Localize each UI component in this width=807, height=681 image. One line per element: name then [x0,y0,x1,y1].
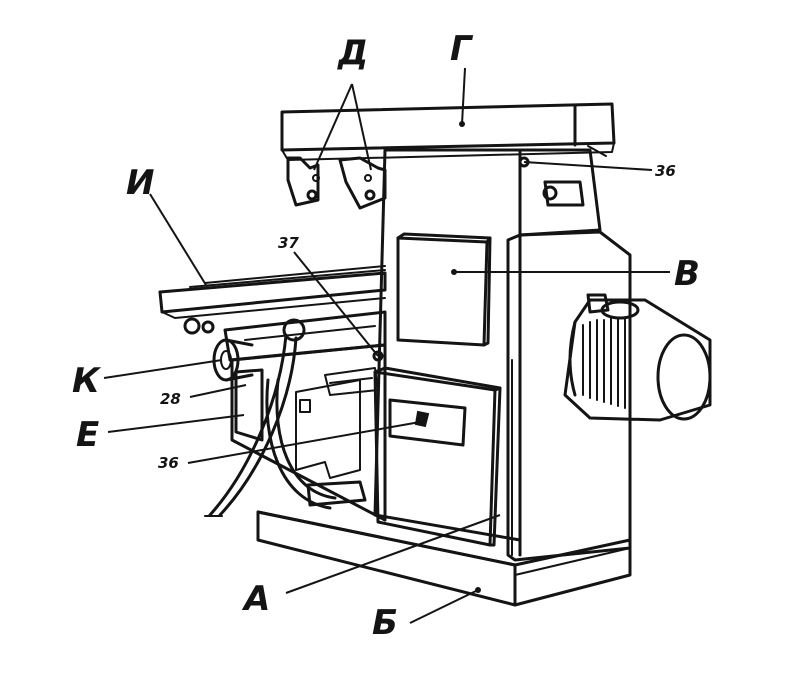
label-36-top: 36 [655,162,676,180]
label-36-bottom: 36 [158,454,179,472]
label-v: В [674,254,700,294]
leader-lines [103,67,670,624]
spindle-motor [563,293,712,422]
label-a: А [241,579,270,619]
label-d: Д [337,33,368,73]
overarm [280,102,616,161]
work-table [158,265,387,335]
bolt-37 [372,350,384,362]
arbor-supports [286,156,387,210]
cables [204,333,337,517]
machine-column [373,148,632,562]
label-i: И [126,163,154,203]
label-g: Г [450,29,474,69]
knee-console [230,343,387,522]
label-37: 37 [278,234,299,252]
label-28: 28 [160,390,181,408]
machine-base [256,510,632,607]
label-e: Е [76,415,99,455]
label-k: К [72,361,102,401]
label-b: Б [372,603,398,643]
electrical-panel [396,232,492,347]
